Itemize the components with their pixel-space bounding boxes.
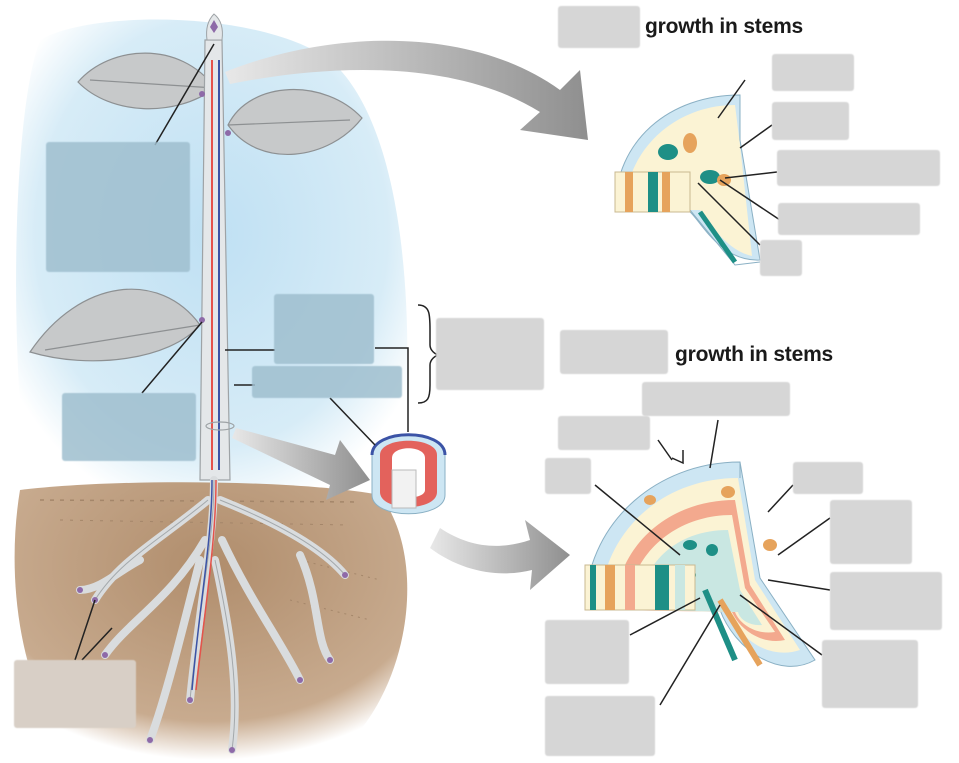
secondary-growth-heading: growth in stems	[675, 343, 833, 367]
blank-label-bottom-secondary-xylem[interactable]	[545, 696, 655, 756]
blank-label-bottom-cambium[interactable]	[822, 640, 918, 708]
blank-label-top-1[interactable]	[772, 54, 854, 91]
blank-label-bottom-periderm[interactable]	[642, 382, 790, 416]
blank-label-bottom-secondary-phloem[interactable]	[830, 572, 942, 630]
blank-label-heading-top[interactable]	[558, 6, 640, 48]
arrow-to-secondary-section	[430, 520, 570, 590]
blank-label-bottom-pith[interactable]	[545, 458, 591, 494]
blank-label-bottom-cortex[interactable]	[793, 462, 863, 494]
blank-label-heading-bottom[interactable]	[560, 330, 668, 374]
blank-label-top-3[interactable]	[777, 150, 940, 186]
primary-stem-section	[615, 95, 760, 265]
primary-growth-heading: growth in stems	[645, 15, 803, 39]
blank-label-lateral-meristems[interactable]	[436, 318, 544, 390]
blank-label-top-4[interactable]	[778, 203, 920, 235]
blank-label-vascular-lower[interactable]	[252, 366, 402, 398]
blank-label-vascular-upper[interactable]	[274, 294, 374, 364]
blank-label-root-apex[interactable]	[14, 660, 136, 728]
blank-label-top-5[interactable]	[760, 240, 802, 276]
blank-label-bottom-primary-xylem[interactable]	[545, 620, 629, 684]
blank-label-top-2[interactable]	[772, 102, 849, 140]
blank-label-bottom-primary-phloem[interactable]	[830, 500, 912, 564]
blank-label-shoot-apex[interactable]	[46, 142, 190, 272]
cambium-cylinder	[372, 435, 445, 514]
blank-label-axillary-bud[interactable]	[62, 393, 196, 461]
shoot-apical-bud	[207, 14, 223, 40]
blank-label-bottom-bark[interactable]	[558, 416, 650, 450]
